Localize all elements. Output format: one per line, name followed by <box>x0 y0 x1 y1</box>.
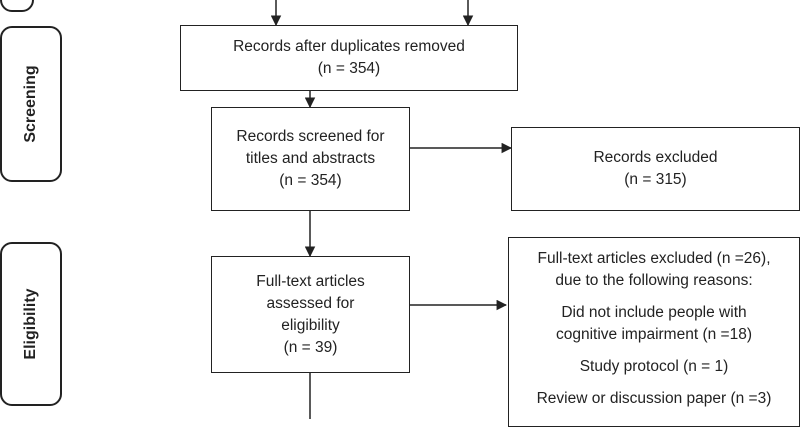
fulltext-assessed-line-3: eligibility <box>281 316 340 334</box>
fulltext-excluded-subtitle: due to the following reasons: <box>555 272 753 289</box>
fulltext-assessed-line-1: Full-text articles <box>256 272 365 290</box>
fulltext-assessed-box: Full-text articles assessed for eligibil… <box>211 256 410 373</box>
reason-no-cognitive-impairment-line-1: Did not include people with <box>561 304 747 321</box>
duplicates-removed-title: Records after duplicates removed <box>233 38 465 55</box>
fulltext-excluded-title: Full-text articles excluded (n =26), <box>537 250 771 267</box>
records-excluded-box: Records excluded (n = 315) <box>511 127 800 211</box>
reason-no-cognitive-impairment-line-2: cognitive impairment (n =18) <box>556 326 752 343</box>
eligibility-stage: Eligibility <box>0 242 62 406</box>
records-excluded-title: Records excluded <box>593 149 718 166</box>
screening-stage: Screening <box>0 26 62 182</box>
reason-study-protocol: Study protocol (n = 1) <box>579 358 729 375</box>
duplicates-removed-box: Records after duplicates removed (n = 35… <box>180 25 518 91</box>
fulltext-excluded-box: Full-text articles excluded (n =26), due… <box>508 237 800 427</box>
reason-review-paper: Review or discussion paper (n =3) <box>536 390 772 407</box>
screened-line-1: Records screened for <box>236 128 385 145</box>
screened-box: Records screened for titles and abstract… <box>211 107 410 211</box>
records-excluded-count: (n = 315) <box>624 171 687 188</box>
screened-line-2: titles and abstracts <box>245 150 376 167</box>
screening-stage-label: Screening <box>22 65 39 143</box>
eligibility-stage-label: Eligibility <box>22 288 39 360</box>
screened-count: (n = 354) <box>279 172 342 189</box>
fulltext-assessed-count: (n = 39) <box>283 338 338 356</box>
fulltext-assessed-line-2: assessed for <box>266 294 355 312</box>
duplicates-removed-count: (n = 354) <box>317 60 381 77</box>
